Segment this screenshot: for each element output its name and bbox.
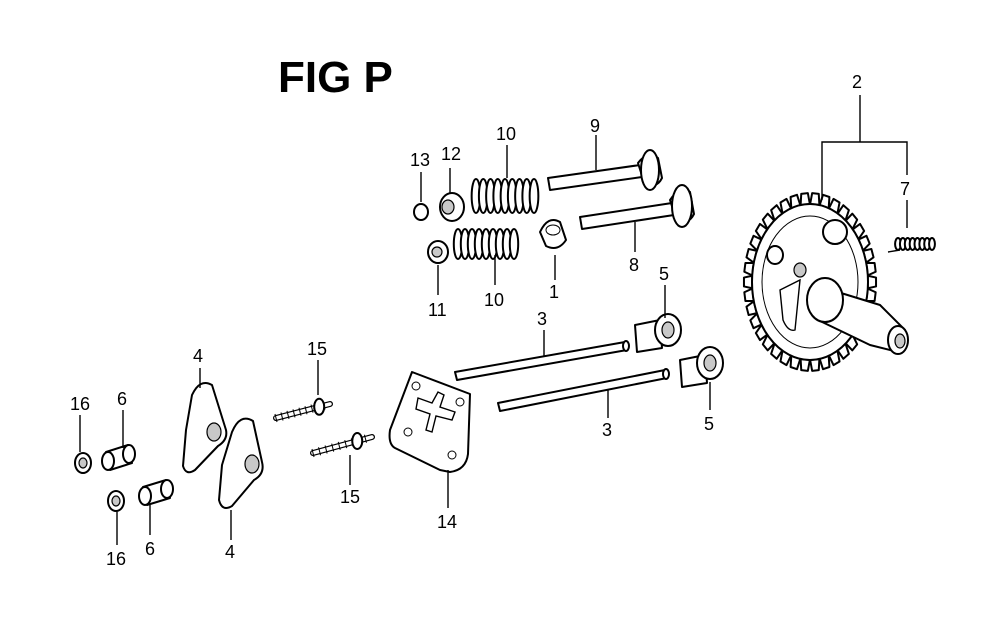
pivot-part-6-lower	[138, 479, 174, 506]
rocker-arm-part-4-upper	[182, 382, 228, 474]
callout-1: 1	[549, 282, 559, 302]
callout-4-lower: 4	[225, 542, 235, 562]
spring-part-7	[887, 237, 936, 253]
callout-3-upper: 3	[537, 309, 547, 329]
push-rod-part-3-upper	[454, 340, 630, 381]
nut-part-16-lower	[107, 490, 125, 512]
stud-part-15-upper	[273, 397, 333, 423]
callout-12: 12	[441, 144, 461, 164]
callout-2: 2	[852, 72, 862, 92]
callout-labels: 1 2 3 3 4 4 5 5 6 6 7 8 9 10 10 11 12 13…	[70, 72, 910, 569]
callout-13: 13	[410, 150, 430, 170]
leader-lines	[79, 135, 711, 545]
callout-bracket-2	[821, 95, 908, 200]
tappet-part-5-upper	[634, 313, 682, 353]
callout-15-lower: 15	[340, 487, 360, 507]
figure-title: FIG P	[278, 53, 393, 102]
callout-14: 14	[437, 512, 457, 532]
tappet-part-5-lower	[679, 346, 724, 388]
callout-4-upper: 4	[193, 346, 203, 366]
callout-5-upper: 5	[659, 264, 669, 284]
valve-part-8	[579, 184, 695, 230]
callout-6-upper: 6	[117, 389, 127, 409]
retainer-part-12	[439, 192, 465, 222]
callout-5-lower: 5	[704, 414, 714, 434]
callout-7: 7	[900, 179, 910, 199]
callout-9: 9	[590, 116, 600, 136]
camshaft-gear-part-2	[742, 192, 909, 372]
callout-15-upper: 15	[307, 339, 327, 359]
valve-part-9	[547, 149, 663, 191]
callout-3-lower: 3	[602, 420, 612, 440]
retainer-part-11	[427, 240, 449, 264]
callout-6-lower: 6	[145, 539, 155, 559]
pivot-part-6-upper	[101, 444, 136, 471]
callout-16-upper: 16	[70, 394, 90, 414]
callout-16-lower: 16	[106, 549, 126, 569]
cotter-part-13	[413, 203, 429, 221]
valve-spring-part-10-lower	[452, 228, 520, 260]
callout-10-upper: 10	[496, 124, 516, 144]
rocker-arm-part-4-lower	[218, 417, 264, 509]
guide-plate-part-14	[388, 371, 471, 473]
nut-part-16-upper	[74, 452, 92, 474]
callout-8: 8	[629, 255, 639, 275]
callout-10-lower: 10	[484, 290, 504, 310]
push-rod-part-3-lower	[497, 368, 670, 412]
valve-spring-part-10-upper	[470, 178, 540, 214]
stem-seal-part-1	[539, 219, 567, 249]
callout-11: 11	[428, 300, 447, 320]
stud-part-15-lower	[310, 432, 375, 458]
